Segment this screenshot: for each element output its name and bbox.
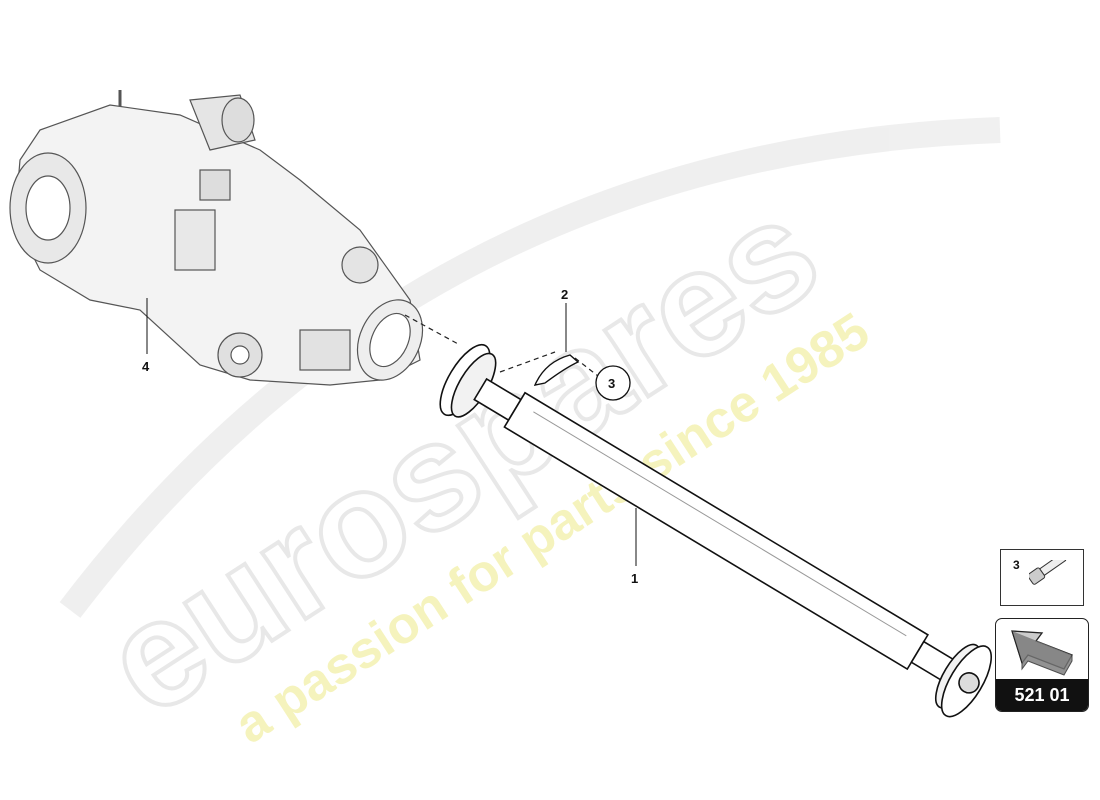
callout-3-label: 3 <box>608 376 615 391</box>
callout-4[interactable]: 4 <box>142 298 150 374</box>
callout-4-label: 4 <box>142 359 150 374</box>
page-reference: 521 01 <box>996 679 1088 711</box>
callout-2[interactable]: 2 <box>561 287 568 352</box>
gearbox-drawing <box>9 90 424 386</box>
arrow-icon <box>1011 630 1073 676</box>
callout-3[interactable]: 3 <box>595 365 631 401</box>
callout-1-label: 1 <box>631 571 638 586</box>
kit-box-label: 3 <box>1013 558 1020 572</box>
callout-1[interactable]: 1 <box>631 508 638 586</box>
circlip <box>533 354 580 386</box>
assembly-lines <box>404 314 599 377</box>
bolt-kit-box[interactable]: 3 <box>1000 549 1084 606</box>
drive-shaft <box>439 343 992 718</box>
bolt-icon <box>1029 560 1067 585</box>
callout-2-label: 2 <box>561 287 568 302</box>
page-nav-button[interactable]: 521 01 <box>995 618 1089 712</box>
